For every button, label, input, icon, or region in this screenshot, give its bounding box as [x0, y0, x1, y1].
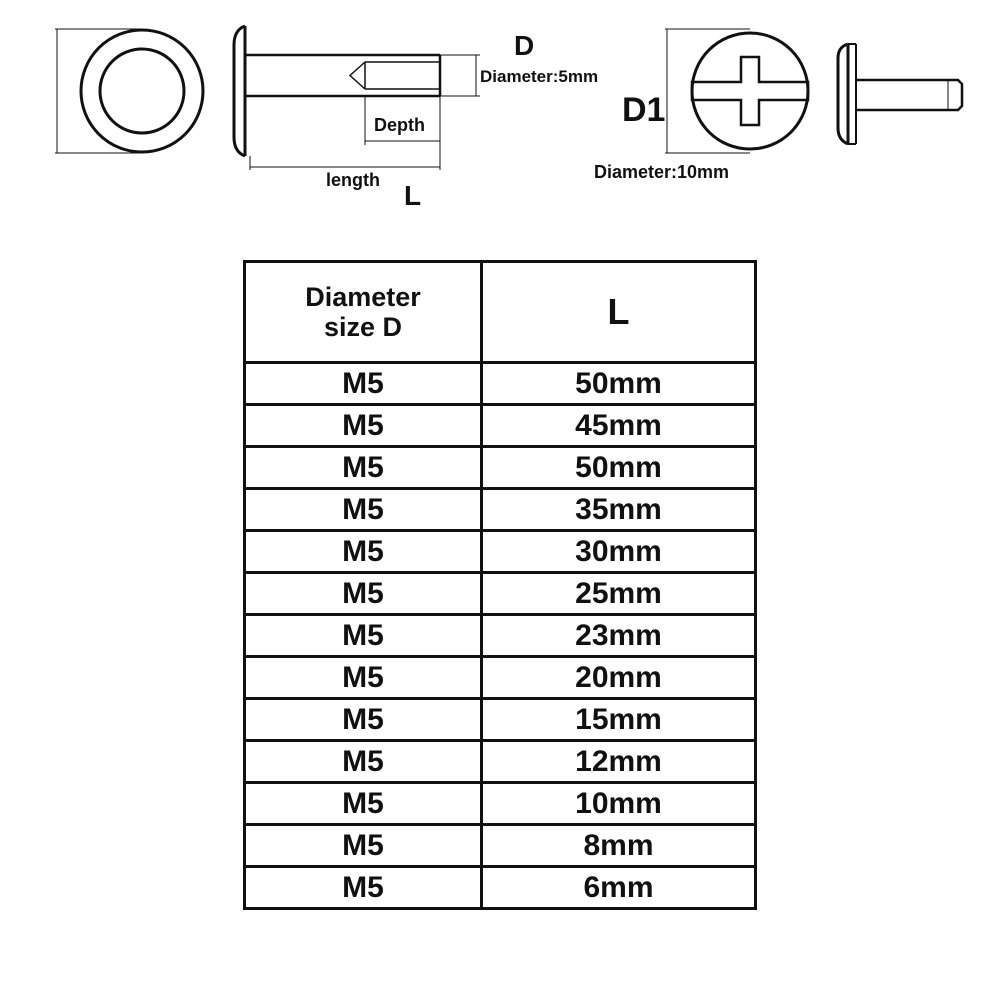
- label-d1-diameter: Diameter:10mm: [594, 162, 729, 182]
- diameter-cell: M5: [243, 361, 483, 406]
- label-d: D: [514, 30, 534, 61]
- diameter-cell: M5: [243, 403, 483, 448]
- header-diameter-line1: Diameter: [305, 282, 421, 312]
- diameter-cell: M5: [243, 739, 483, 784]
- diameter-cell: M5: [243, 697, 483, 742]
- header-diameter-size: Diameter size D: [243, 260, 483, 364]
- label-d-diameter: Diameter:5mm: [480, 67, 598, 86]
- diameter-cell: M5: [243, 613, 483, 658]
- size-table-header: Diameter size D L: [243, 260, 757, 364]
- head-front-view: [55, 28, 205, 154]
- diameter-cell: M5: [243, 445, 483, 490]
- screw-dimension-drawing: D Diameter:5mm Depth length L D1 Diamete…: [55, 24, 964, 211]
- screw-side-view: [836, 42, 964, 146]
- header-length: L: [480, 260, 757, 364]
- diameter-cell: M5: [243, 571, 483, 616]
- barrel-side-view: [232, 24, 480, 170]
- length-cell: 35mm: [480, 487, 757, 532]
- length-cell: 50mm: [480, 445, 757, 490]
- length-cell: 50mm: [480, 361, 757, 406]
- length-cell: 30mm: [480, 529, 757, 574]
- header-diameter-line2: size D: [323, 312, 403, 342]
- length-cell: 23mm: [480, 613, 757, 658]
- label-l: L: [404, 180, 421, 211]
- length-cell: 15mm: [480, 697, 757, 742]
- length-cell: 6mm: [480, 865, 757, 910]
- length-cell: 25mm: [480, 571, 757, 616]
- diameter-cell: M5: [243, 865, 483, 910]
- length-cell: 20mm: [480, 655, 757, 700]
- diameter-cell: M5: [243, 823, 483, 868]
- length-cell: 10mm: [480, 781, 757, 826]
- label-length: length: [326, 170, 380, 190]
- length-cell: 45mm: [480, 403, 757, 448]
- diameter-cell: M5: [243, 529, 483, 574]
- label-depth: Depth: [374, 115, 425, 135]
- diameter-cell: M5: [243, 487, 483, 532]
- label-d1: D1: [622, 91, 665, 129]
- length-cell: 12mm: [480, 739, 757, 784]
- head-top-view: [665, 28, 810, 154]
- diameter-cell: M5: [243, 655, 483, 700]
- diameter-cell: M5: [243, 781, 483, 826]
- length-cell: 8mm: [480, 823, 757, 868]
